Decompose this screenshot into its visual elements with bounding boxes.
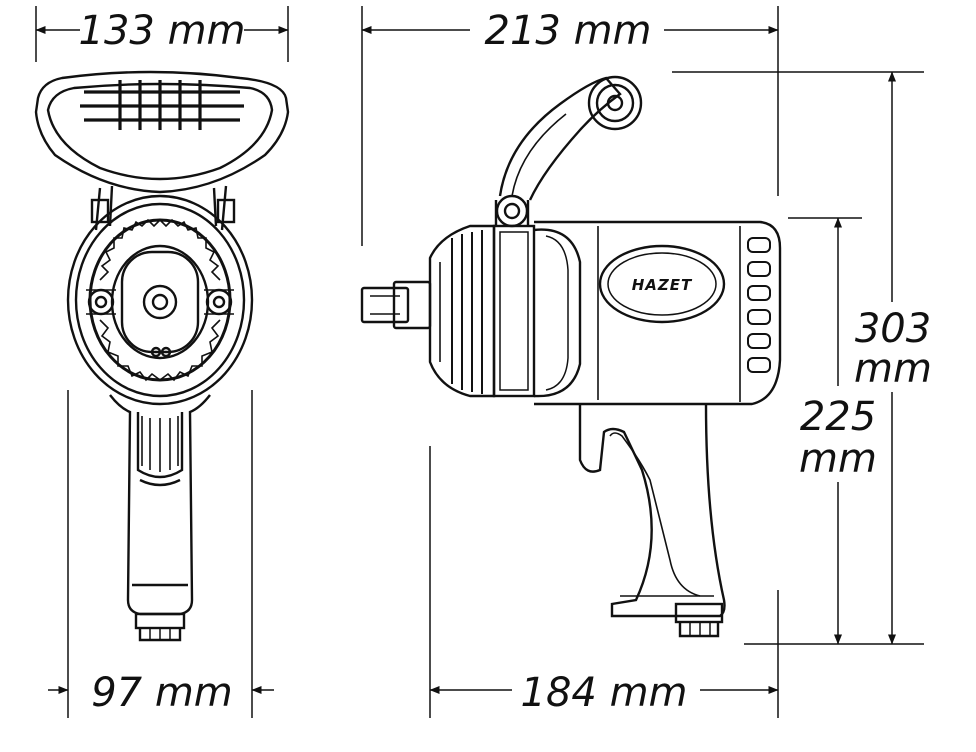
side-view: HAZET [360, 75, 782, 638]
hammer-case [428, 224, 496, 398]
motor-housing: HAZET [533, 220, 782, 406]
dim-label-225-unit: mm [799, 436, 877, 482]
dim-label-213: 213 mm [485, 8, 652, 54]
dim-label-184: 184 mm [521, 670, 688, 716]
handle-collar [492, 224, 536, 398]
dim-label-303-unit: mm [854, 346, 932, 392]
dim-label-133: 133 mm [79, 8, 246, 54]
dim-label-303-value: 303 [855, 306, 931, 352]
exhaust-vents [747, 237, 771, 373]
front-handle [34, 70, 290, 231]
front-view [34, 70, 290, 642]
pistol-grip [578, 403, 726, 638]
square-drive [360, 280, 432, 330]
brand-logo: HAZET [632, 276, 693, 294]
dimension-lines [35, 6, 924, 718]
side-handle [494, 75, 643, 228]
grip-ribs [80, 80, 244, 130]
dim-label-97: 97 mm [91, 670, 233, 716]
dim-label-225-value: 225 [800, 394, 876, 440]
front-head [66, 194, 254, 406]
dimension-labels: 133 mm 97 mm 213 mm 184 mm 303 mm 225 mm [79, 8, 932, 716]
front-grip [109, 394, 211, 642]
